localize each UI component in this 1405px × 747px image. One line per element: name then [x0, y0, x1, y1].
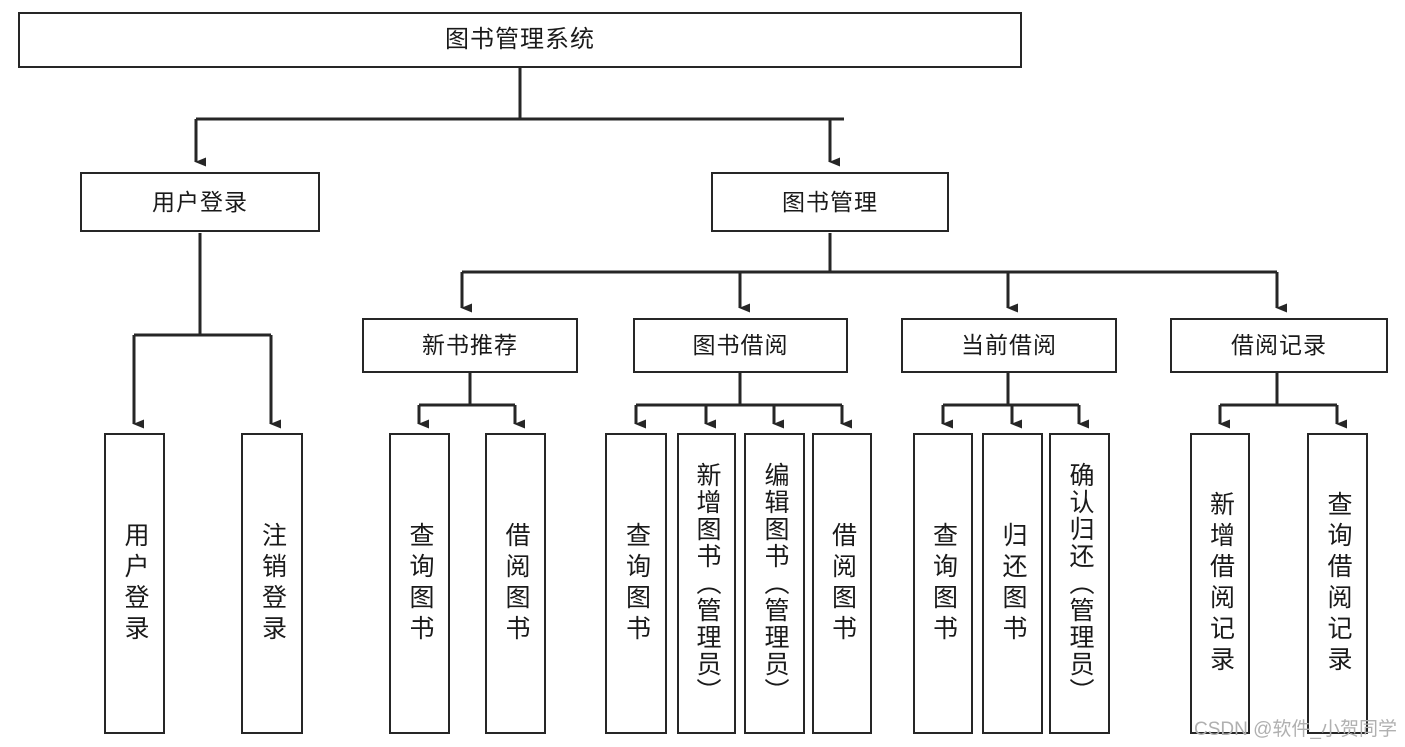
leaf-borrow-borrow-book[interactable]: 借阅图书 [812, 433, 872, 734]
node-label: 新增借阅记录 [1206, 490, 1235, 677]
node-root-book-management-system[interactable]: 图书管理系统 [18, 12, 1022, 68]
node-borrowing-records[interactable]: 借阅记录 [1170, 318, 1388, 373]
leaf-current-query-book[interactable]: 查询图书 [913, 433, 973, 734]
node-label: 图书管理系统 [445, 26, 595, 53]
node-label: 查询图书 [406, 521, 434, 646]
leaf-records-add-record[interactable]: 新增借阅记录 [1190, 433, 1250, 734]
node-label: 确认归还（管理员） [1066, 462, 1094, 705]
leaf-new-book-borrow-book[interactable]: 借阅图书 [485, 433, 546, 734]
leaf-borrow-query-book[interactable]: 查询图书 [605, 433, 667, 734]
node-label: 查询图书 [929, 521, 958, 646]
node-book-management[interactable]: 图书管理 [711, 172, 949, 232]
node-label: 图书管理 [782, 188, 878, 215]
node-current-borrowing[interactable]: 当前借阅 [901, 318, 1117, 373]
leaf-new-book-query-book[interactable]: 查询图书 [389, 433, 450, 734]
node-label: 图书借阅 [692, 332, 789, 358]
node-label: 借阅图书 [502, 521, 530, 646]
node-label: 借阅图书 [828, 521, 857, 646]
leaf-user-login-login[interactable]: 用户登录 [104, 433, 165, 734]
node-user-login[interactable]: 用户登录 [80, 172, 320, 232]
node-label: 当前借阅 [961, 332, 1057, 358]
node-label: 用户登录 [152, 188, 248, 215]
node-label: 新增图书（管理员） [693, 462, 721, 705]
leaf-borrow-add-book-admin[interactable]: 新增图书（管理员） [677, 433, 736, 734]
leaf-current-return-book[interactable]: 归还图书 [982, 433, 1043, 734]
leaf-current-confirm-return-admin[interactable]: 确认归还（管理员） [1049, 433, 1110, 734]
node-new-book-recommendation[interactable]: 新书推荐 [362, 318, 578, 373]
node-book-borrowing[interactable]: 图书借阅 [633, 318, 848, 373]
node-label: 查询借阅记录 [1324, 490, 1352, 677]
node-label: 注销登录 [258, 521, 287, 646]
node-label: 归还图书 [999, 521, 1027, 646]
leaf-borrow-edit-book-admin[interactable]: 编辑图书（管理员） [744, 433, 805, 734]
leaf-user-login-logout[interactable]: 注销登录 [241, 433, 303, 734]
node-label: 用户登录 [121, 521, 149, 646]
node-label: 借阅记录 [1231, 332, 1327, 358]
node-label: 新书推荐 [422, 332, 518, 358]
leaf-records-query-record[interactable]: 查询借阅记录 [1307, 433, 1368, 734]
node-label: 编辑图书（管理员） [761, 462, 789, 705]
node-label: 查询图书 [622, 521, 651, 646]
